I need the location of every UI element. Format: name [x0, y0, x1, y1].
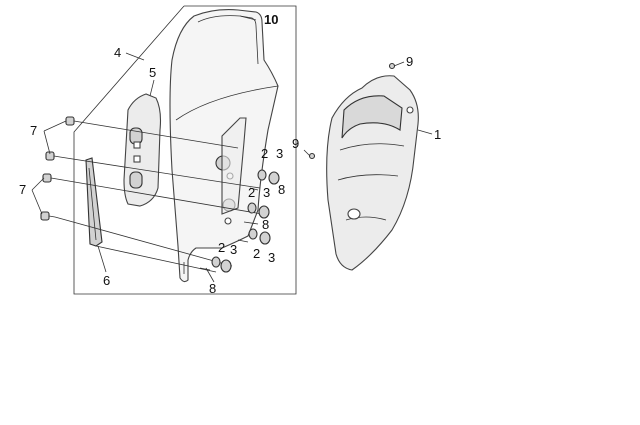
label-kit-frame: 4 [114, 45, 121, 60]
part-labels: 10 4 5 1 9 9 7 7 6 2 3 8 2 3 8 2 3 2 3 8 [19, 12, 441, 296]
label-bracket: 5 [149, 65, 156, 80]
label-nut-a: 3 [276, 146, 283, 161]
leader-lines [31, 15, 433, 283]
strip-part [85, 157, 103, 247]
label-grommet-top: 9 [406, 54, 413, 69]
label-bolt-a: 8 [278, 182, 285, 197]
washer-icon [257, 169, 267, 181]
bolt-icon [243, 221, 259, 225]
label-nut-d: 3 [230, 242, 237, 257]
bracket-part [123, 93, 162, 207]
nut-icon [268, 171, 280, 185]
label-bolt-b: 8 [262, 217, 269, 232]
label-cover: 1 [434, 127, 441, 142]
hardware-set-d [199, 256, 232, 273]
label-washer-d: 2 [218, 240, 225, 255]
label-washer-a: 2 [261, 146, 268, 161]
nut-icon [258, 205, 270, 219]
kit-frame-outline [73, 5, 297, 295]
bolt-icon [199, 267, 211, 271]
hardware-set-a [249, 169, 280, 191]
label-screw-bottom: 7 [19, 182, 26, 197]
label-screw-top: 7 [30, 123, 37, 138]
hardware-set-b [243, 202, 270, 225]
assembly-guide-lines [54, 121, 263, 273]
screw-icon [45, 151, 61, 161]
label-strip: 6 [103, 273, 110, 288]
hardware-set-c [237, 228, 271, 245]
bolt-icon [237, 239, 249, 243]
label-washer-c: 2 [253, 246, 260, 261]
label-grommet-left: 9 [292, 136, 299, 151]
label-nut-c: 3 [268, 250, 275, 265]
washer-icon [247, 202, 257, 214]
screw-icon [65, 116, 81, 126]
washer-icon [211, 256, 221, 268]
cover-panel-part [326, 75, 419, 271]
label-washer-b: 2 [248, 185, 255, 200]
label-windshield: 10 [264, 12, 278, 27]
screw-group [40, 116, 81, 221]
screw-icon [42, 173, 58, 183]
grommet-icon [388, 62, 396, 70]
label-nut-b: 3 [263, 185, 270, 200]
label-bolt-d: 8 [209, 281, 216, 296]
nut-icon [220, 259, 232, 273]
bolt-icon [249, 187, 259, 191]
grommet-icon [308, 152, 316, 160]
bracket-right-part [221, 117, 247, 215]
screw-icon [40, 211, 56, 221]
nut-icon [259, 231, 271, 245]
washer-icon [248, 228, 258, 240]
